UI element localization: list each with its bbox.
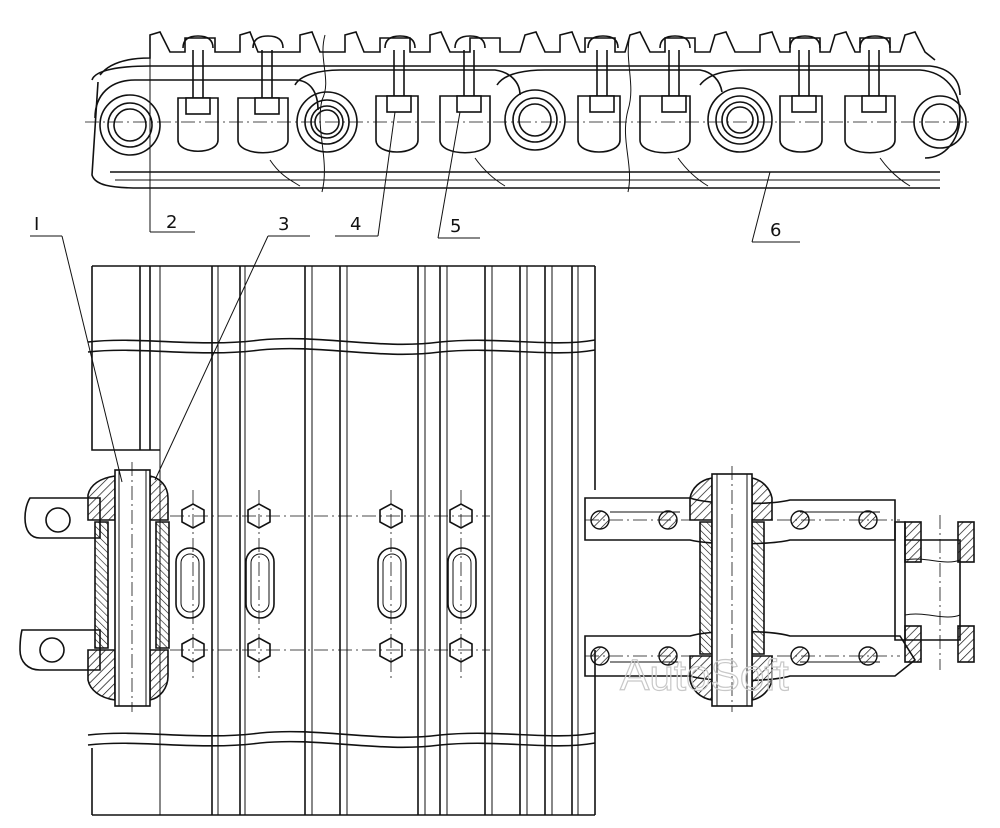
callout-I: I — [34, 214, 39, 235]
track-side-view — [85, 31, 970, 193]
callout-5: 5 — [450, 216, 461, 237]
link-windows — [177, 95, 896, 154]
callout-3: 3 — [278, 214, 289, 235]
bolt-heads-row — [182, 35, 891, 49]
link-detail-right — [584, 466, 975, 712]
callouts-top: 2 4 5 6 — [149, 58, 800, 243]
grouser-lines — [139, 266, 579, 815]
shoe-slots — [175, 547, 477, 619]
callout-2: 2 — [166, 212, 177, 233]
watermark: AutoSoft — [620, 651, 789, 700]
track-pins — [99, 87, 967, 156]
hex-bolt-heads — [181, 503, 473, 663]
callouts-bottom: I 3 — [30, 214, 310, 483]
pin-section-left — [87, 462, 170, 712]
track-plan-view — [19, 265, 596, 816]
shoe-bolts — [185, 50, 887, 115]
callout-6: 6 — [770, 220, 781, 241]
callout-4: 4 — [350, 214, 361, 235]
